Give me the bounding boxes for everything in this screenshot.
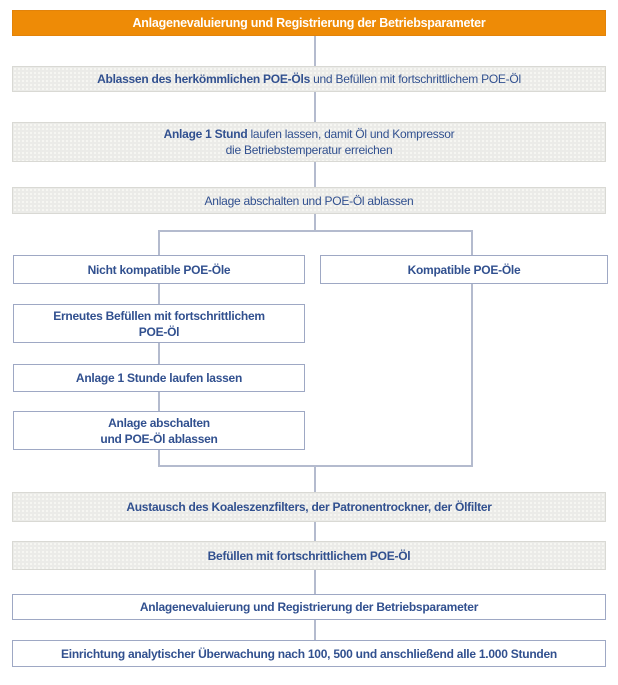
banner-line: Anlagenevaluierung und Registrierung der…	[133, 15, 486, 31]
step-monitoring-text: Einrichtung analytischer Überwachung nac…	[61, 646, 557, 661]
step-analytical-monitoring: Einrichtung analytischer Überwachung nac…	[12, 640, 606, 667]
connector-left-3	[158, 392, 160, 411]
step-fill-advanced-text: Befüllen mit fortschrittlichem POE-Öl	[207, 548, 411, 563]
step-shutdown2-line1: Anlage abschalten	[108, 415, 210, 430]
branch-split-line	[158, 230, 473, 232]
branch-incompatible-text: Nicht kompatible POE-Öle	[87, 262, 231, 277]
branch-drop-left	[158, 230, 160, 255]
step-run-one-hour-text: Anlage 1 Stunde laufen lassen	[75, 371, 243, 385]
connector-step1-to-step2	[314, 92, 316, 122]
step-drain-and-refill-line: Ablassen des herkömmlichen POE-Öls und B…	[97, 71, 521, 87]
branch-compatible-text: Kompatible POE-Öle	[407, 262, 521, 277]
connector-left-1	[158, 284, 160, 304]
connector-left-2	[158, 343, 160, 364]
step-replace-filters-text: Austausch des Koaleszenzfilters, der Pat…	[126, 500, 492, 514]
step-run-warmup-line1: Anlage 1 Stund laufen lassen, damit Öl u…	[164, 126, 455, 142]
branch-incompatible-oils: Nicht kompatible POE-Öle	[13, 255, 305, 284]
step-shutdown-drain: Anlage abschalten und POE-Öl ablassen	[12, 187, 606, 214]
banner-text-bold: Anlagenevaluierung und Registrierung	[132, 16, 355, 30]
connector-merge-to-filters	[314, 466, 316, 492]
merge-line	[158, 465, 473, 467]
step-run-warmup: Anlage 1 Stund laufen lassen, damit Öl u…	[12, 122, 606, 162]
step-drain-and-refill: Ablassen des herkömmlichen POE-Öls und B…	[12, 66, 606, 92]
connector-step3-to-branch	[314, 214, 316, 231]
step-refill-advanced: Erneutes Befüllen mit fortschrittlichem …	[13, 304, 305, 343]
connector-filters-to-fill	[314, 522, 316, 541]
step-run-warmup-bold: Anlage 1 Stund	[163, 127, 248, 141]
step-run-warmup-rest: laufen lassen, damit Öl und Kompressor	[247, 127, 455, 141]
step-shutdown2-line2: und POE-Öl ablassen	[100, 431, 218, 446]
step-run-one-hour: Anlage 1 Stunde laufen lassen	[13, 364, 305, 392]
merge-drop-left	[158, 450, 160, 466]
step-drain-rest: und Befüllen mit fortschrittlichem POE-Ö…	[310, 72, 521, 86]
step-shutdown-drain-text: Anlage abschalten und POE-Öl ablassen	[204, 193, 414, 208]
step-refill-line1: Erneutes Befüllen mit fortschrittlichem	[53, 308, 265, 323]
merge-drop-right-long	[471, 284, 473, 466]
step-evaluate-text: Anlagenevaluierung und Registrierung der…	[139, 600, 479, 614]
connector-evaluate-to-monitoring	[314, 620, 316, 640]
step-replace-filters: Austausch des Koaleszenzfilters, der Pat…	[12, 492, 606, 522]
connector-banner-to-step1	[314, 36, 316, 66]
connector-fill-to-evaluate	[314, 570, 316, 594]
branch-compatible-oils: Kompatible POE-Öle	[320, 255, 608, 284]
step-shutdown-drain-2: Anlage abschalten und POE-Öl ablassen	[13, 411, 305, 450]
step-evaluate-register: Anlagenevaluierung und Registrierung der…	[12, 594, 606, 620]
step-refill-line2: POE-Öl	[138, 324, 180, 339]
step-fill-advanced-oil: Befüllen mit fortschrittlichem POE-Öl	[12, 541, 606, 570]
flow-header-banner: Anlagenevaluierung und Registrierung der…	[12, 10, 606, 36]
step-drain-bold: Ablassen des herkömmlichen POE-Öls	[97, 72, 310, 86]
connector-step2-to-step3	[314, 162, 316, 187]
step-run-warmup-line2: die Betriebstemperatur erreichen	[225, 143, 393, 157]
banner-text-rest: der Betriebsparameter	[354, 16, 486, 30]
branch-drop-right	[471, 230, 473, 255]
